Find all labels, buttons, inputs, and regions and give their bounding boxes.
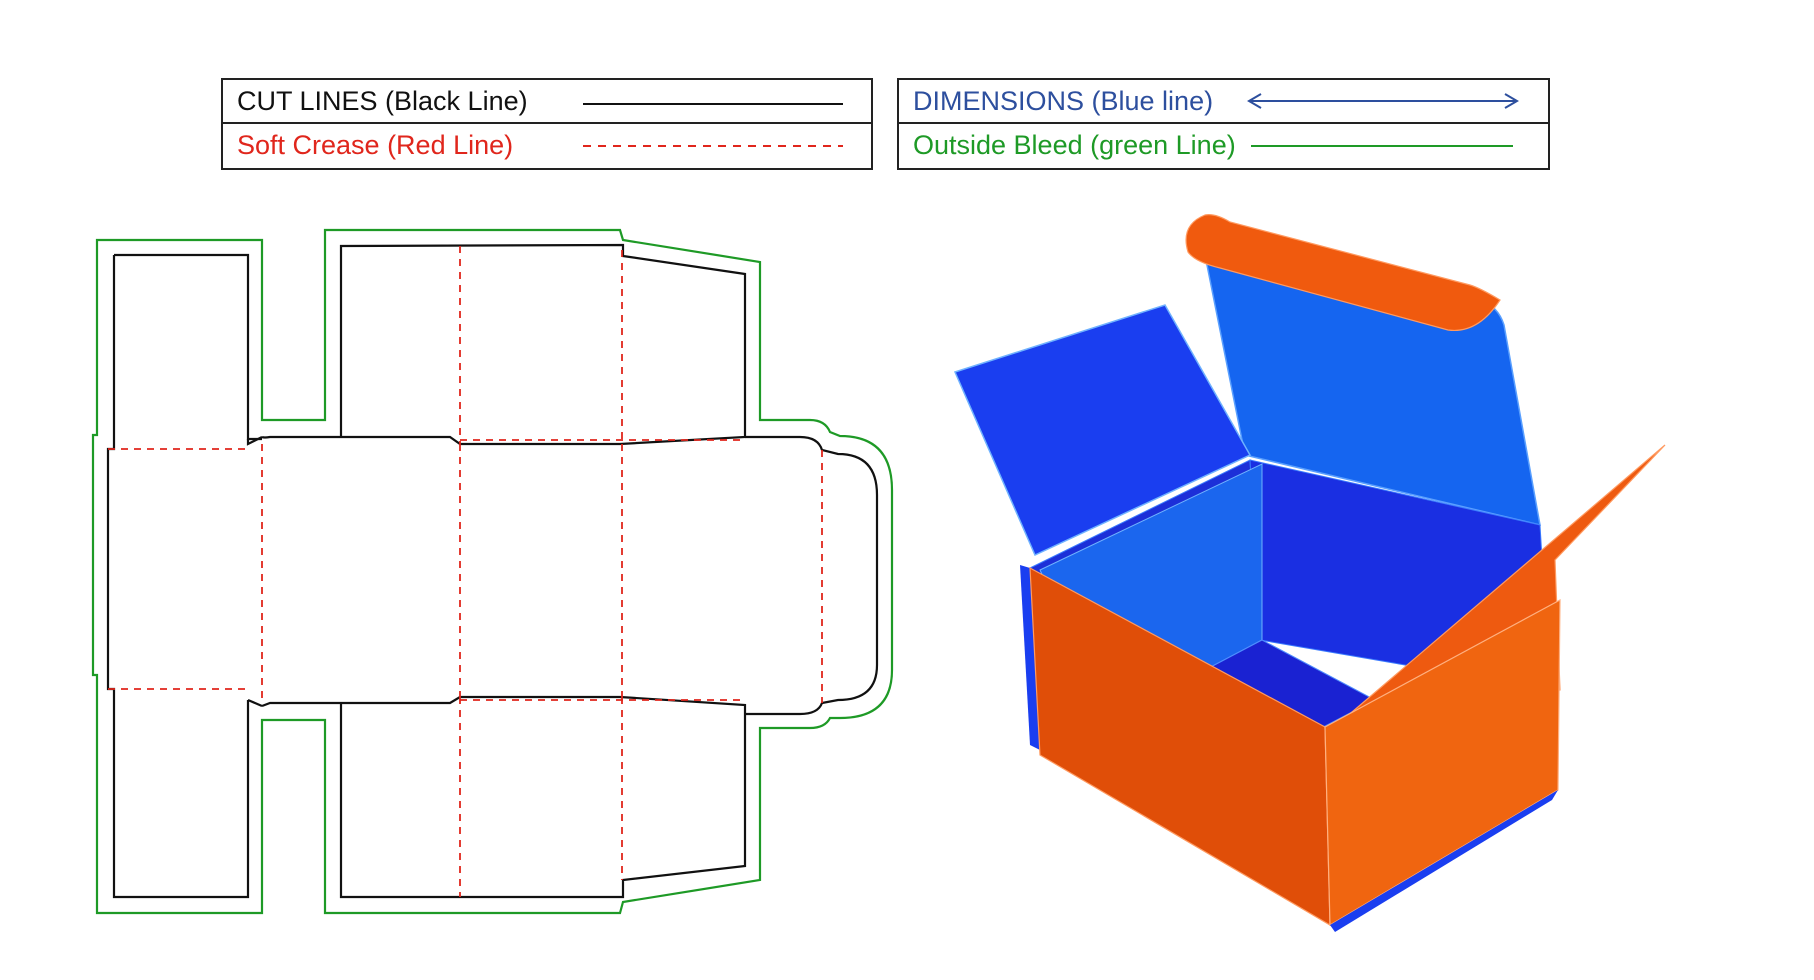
dieline-diagram bbox=[91, 228, 894, 915]
soft-crease-label: Soft Crease (Red Line) bbox=[237, 130, 514, 160]
bleed-line-sample-icon bbox=[1251, 145, 1513, 147]
cut-lines-outline bbox=[106, 243, 879, 899]
open-box-illustration bbox=[953, 214, 1666, 932]
legend-row-cut-lines: CUT LINES (Black Line) bbox=[223, 80, 871, 122]
cut-lines-label: CUT LINES (Black Line) bbox=[237, 86, 528, 116]
cut-line-sample-icon bbox=[583, 103, 843, 105]
outside-bleed-outline bbox=[91, 228, 894, 915]
legend-cut-crease: CUT LINES (Black Line) Soft Crease (Red … bbox=[221, 78, 873, 170]
crease-line-sample-icon bbox=[583, 145, 843, 147]
box-left-flap bbox=[953, 304, 1252, 557]
soft-crease-lines bbox=[108, 246, 823, 897]
dimensions-label: DIMENSIONS (Blue line) bbox=[913, 86, 1214, 116]
box-bottom-edge bbox=[1330, 790, 1558, 932]
legend-row-outside-bleed: Outside Bleed (green Line) bbox=[899, 122, 1548, 166]
legend-row-dimensions: DIMENSIONS (Blue line) bbox=[899, 80, 1548, 122]
legend-dimensions-bleed: DIMENSIONS (Blue line) Outside Bleed (gr… bbox=[897, 78, 1550, 170]
outside-bleed-label: Outside Bleed (green Line) bbox=[913, 130, 1236, 160]
box-left-edge bbox=[1020, 565, 1040, 750]
box-lid-tuck bbox=[1185, 214, 1501, 332]
dimension-arrow-icon bbox=[1247, 93, 1519, 109]
legend-row-soft-crease: Soft Crease (Red Line) bbox=[223, 122, 871, 166]
